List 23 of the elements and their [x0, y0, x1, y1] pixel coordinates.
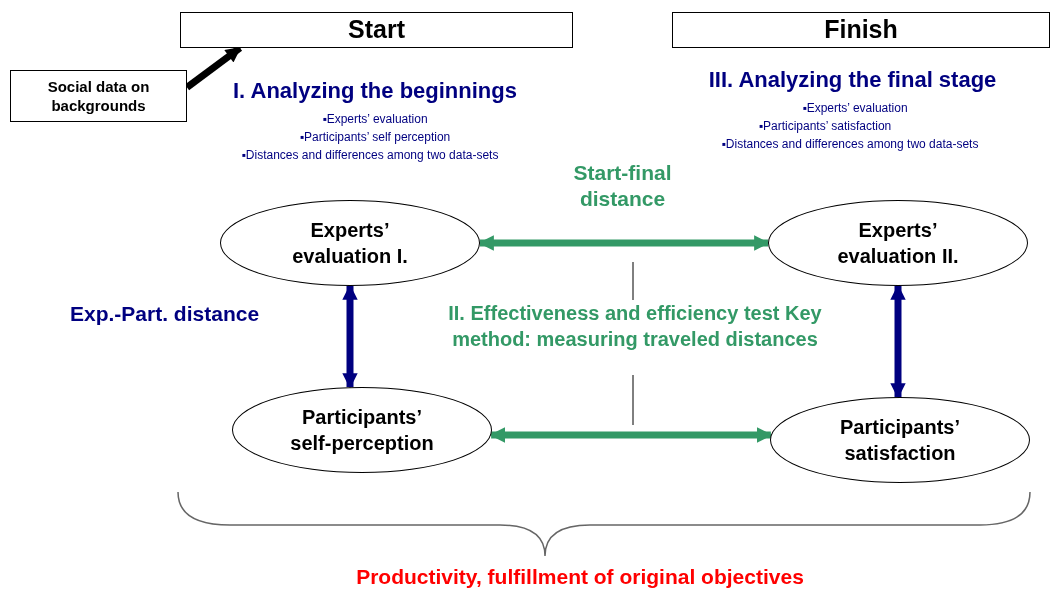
center-label: II. Effectiveness and efficiency test Key method: measuring traveled distances	[447, 301, 823, 352]
bullet-item: ▪Distances and differences among two data-sets	[720, 136, 980, 153]
ellipse-node: Experts’ evaluation I.	[220, 200, 480, 286]
section-heading: III. Analyzing the final stage	[707, 66, 998, 94]
ellipse-node: Experts’ evaluation II.	[768, 200, 1028, 286]
bullet-item: ▪Experts’ evaluation	[801, 100, 909, 117]
conclusion-text: Productivity, fulfillment of original objectives	[355, 564, 805, 590]
double-arrow	[342, 284, 358, 389]
double-arrow	[489, 427, 773, 443]
bullet-item: ▪Experts’ evaluation	[321, 111, 429, 128]
edge-label: Exp.-Part. distance	[70, 301, 261, 327]
section-heading: I. Analyzing the beginnings	[232, 77, 518, 105]
ellipse-node: Participants’ self-perception	[232, 387, 492, 473]
process-box: Finish	[672, 12, 1050, 48]
bullet-item: ▪Participants’ self perception	[298, 129, 452, 146]
ellipse-node: Participants’ satisfaction	[770, 397, 1030, 483]
double-arrow	[478, 235, 770, 251]
process-box: Social data on backgrounds	[10, 70, 187, 122]
bullet-item: ▪Distances and differences among two data-sets	[240, 147, 500, 164]
double-arrow	[890, 284, 906, 399]
process-box: Start	[180, 12, 573, 48]
edge-label: Start-final distance	[572, 160, 673, 213]
bullet-item: ▪Participants’ satisfaction	[757, 118, 893, 135]
